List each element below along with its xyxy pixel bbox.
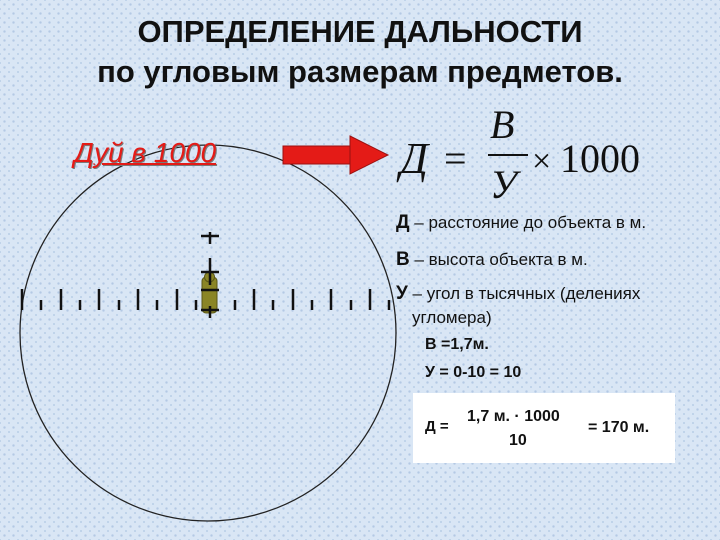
result-lhs: Д = [425,418,449,435]
result-denominator: 10 [509,432,527,449]
view-circle [19,144,397,522]
vertical-scale [201,232,219,318]
formula-factor: 1000 [560,136,640,181]
formula-times: × [532,143,551,180]
red-arrow [282,135,390,175]
formula-lhs: Д [396,134,430,183]
value-u: У = 0-10 = 10 [425,364,522,381]
formula-denominator: У [490,162,522,207]
result-answer: = 170 м. [588,419,650,436]
horizontal-scale [20,289,391,310]
formula-equals: = [444,136,467,181]
result-box: Д = 1,7 м. · 1000 10 = 170 м. [413,393,675,463]
main-formula: Д = В У × 1000 [396,102,640,207]
legend-line-u-cont: угломера) [412,308,492,327]
label-dui: Дуй в 1000 [74,137,217,168]
legend-line-d: Д – расстояние до объекта в м. [396,212,647,233]
title-line-1: ОПРЕДЕЛЕНИЕ ДАЛЬНОСТИ [137,14,583,49]
legend-line-b: В – высота объекта в м. [396,249,588,270]
legend-line-u: У – угол в тысячных (делениях [396,283,641,304]
formula-numerator: В [490,102,514,147]
value-b: В =1,7м. [425,336,489,353]
title-line-2: по угловым размерам предметов. [97,54,623,89]
result-numerator: 1,7 м. · 1000 [467,408,560,425]
